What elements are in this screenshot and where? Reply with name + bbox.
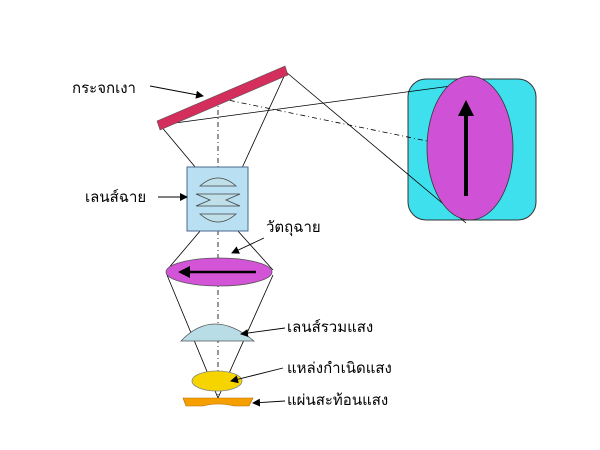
left-arrow-icon — [178, 266, 256, 278]
light-source — [191, 370, 243, 392]
object-pointer — [231, 237, 265, 254]
projection-lens-label: เลนส์ฉาย — [85, 188, 146, 206]
mirror — [156, 65, 289, 131]
reflector — [182, 397, 254, 407]
object-label: วัตถุฉาย — [266, 218, 321, 237]
reflector-pointer — [252, 398, 286, 407]
mirror-label: กระจกเงา — [72, 79, 136, 97]
light-source-label: แหล่งกำเนิดแสง — [287, 359, 392, 377]
projected-image — [426, 75, 514, 221]
reflector-label: แผ่นสะท้อนแสง — [287, 391, 388, 409]
condenser-label: เลนส์รวมแสง — [287, 318, 373, 336]
optical-axis — [217, 97, 467, 398]
up-arrow-icon — [458, 100, 474, 196]
light-source-pointer — [230, 367, 284, 384]
label-pointers — [149, 85, 286, 407]
projection-lens-elements — [195, 177, 241, 223]
mirror-pointer — [149, 85, 204, 99]
condenser-lens — [180, 323, 256, 342]
condenser-pointer — [240, 327, 286, 338]
